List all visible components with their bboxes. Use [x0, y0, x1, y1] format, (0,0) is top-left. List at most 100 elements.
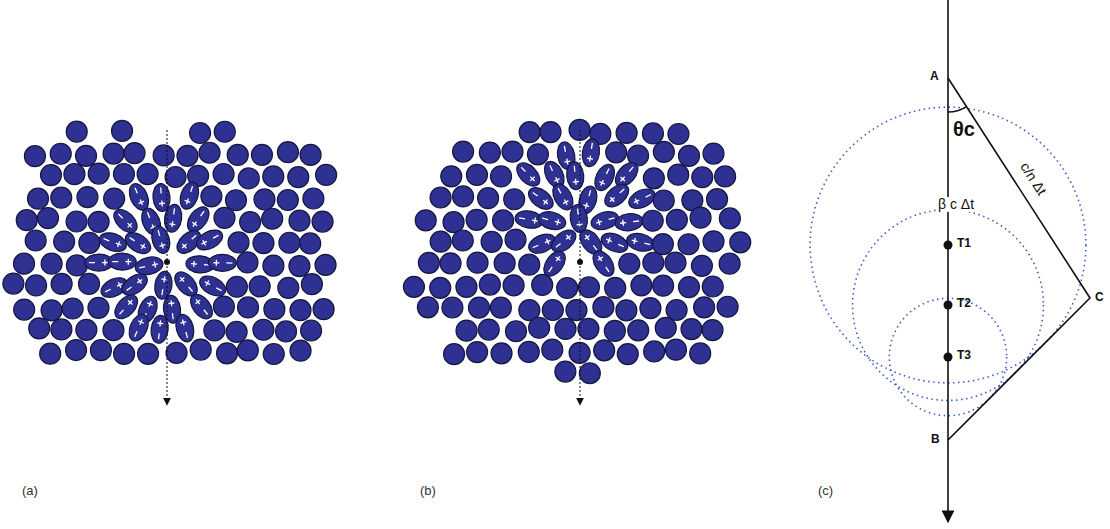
- molecule: [66, 340, 87, 361]
- molecule: [605, 277, 626, 298]
- molecule: [519, 254, 540, 275]
- molecule: [251, 144, 272, 165]
- molecule: [90, 340, 111, 361]
- molecule: [494, 253, 515, 274]
- molecule: [555, 361, 576, 382]
- molecule: [715, 166, 736, 187]
- molecule: [88, 211, 109, 232]
- molecule: [569, 119, 590, 140]
- emission-point: [944, 353, 953, 362]
- molecule: [289, 256, 310, 277]
- molecule: [703, 143, 724, 164]
- polarised-molecule: [614, 212, 644, 232]
- molecule: [579, 363, 600, 384]
- molecule: [640, 298, 661, 319]
- molecule: [569, 342, 590, 363]
- molecule: [216, 343, 237, 364]
- molecule: [619, 253, 640, 274]
- molecule: [38, 208, 59, 229]
- molecule: [466, 164, 487, 185]
- molecule: [290, 340, 311, 361]
- molecule: [707, 189, 728, 210]
- particle: [164, 259, 170, 265]
- molecule: [479, 142, 500, 163]
- molecule: [527, 144, 548, 165]
- molecule: [493, 210, 514, 231]
- molecule: [692, 167, 713, 188]
- molecule: [542, 299, 563, 320]
- molecule: [103, 143, 124, 164]
- molecule: [491, 343, 512, 364]
- molecule: [504, 189, 525, 210]
- molecule: [594, 340, 615, 361]
- molecule: [190, 339, 211, 360]
- molecule: [467, 342, 488, 363]
- molecule: [263, 255, 284, 276]
- molecule: [644, 341, 665, 362]
- molecule: [227, 144, 248, 165]
- molecule: [653, 190, 674, 211]
- molecule: [76, 319, 97, 340]
- molecule: [238, 297, 259, 318]
- molecule: [719, 208, 740, 229]
- molecule: [616, 300, 637, 321]
- polarised-molecule: [163, 203, 184, 233]
- molecule: [653, 275, 674, 296]
- molecule-panel: [403, 119, 750, 383]
- molecule: [678, 234, 699, 255]
- molecule: [430, 187, 451, 208]
- molecule: [604, 320, 625, 341]
- molecule: [213, 296, 234, 317]
- molecule: [263, 166, 284, 187]
- polarised-molecule: [125, 311, 152, 343]
- molecule: [702, 276, 723, 297]
- molecule: [730, 232, 751, 253]
- molecule: [717, 296, 738, 317]
- molecule: [628, 320, 649, 341]
- point-label: T1: [957, 237, 971, 250]
- molecule: [655, 317, 676, 338]
- molecule: [301, 320, 322, 341]
- molecule: [665, 252, 686, 273]
- molecule: [666, 209, 687, 230]
- molecule: [542, 339, 563, 360]
- molecule: [557, 277, 578, 298]
- point-label: T3: [957, 349, 971, 362]
- molecule: [26, 275, 47, 296]
- molecule: [456, 276, 477, 297]
- molecule: [668, 164, 689, 185]
- cone-front: [948, 78, 1090, 440]
- molecule: [88, 297, 109, 318]
- particle: [577, 259, 583, 265]
- molecule: [453, 141, 474, 162]
- molecule: [153, 145, 174, 166]
- molecule: [440, 253, 461, 274]
- emission-point: [944, 241, 953, 250]
- molecule: [76, 145, 97, 166]
- molecule: [690, 207, 711, 228]
- distance-label: c/n Δt: [1016, 158, 1051, 200]
- molecule: [264, 299, 285, 320]
- molecule: [177, 145, 198, 166]
- molecule: [14, 299, 35, 320]
- molecule: [490, 297, 511, 318]
- molecule: [719, 253, 740, 274]
- panel-label: (c): [818, 484, 833, 498]
- molecule: [279, 232, 300, 253]
- molecule: [54, 231, 75, 252]
- polarised-molecule: [625, 231, 656, 254]
- polarised-molecule: [208, 254, 236, 271]
- molecule-panel: [3, 120, 337, 364]
- molecule: [51, 273, 72, 294]
- molecule: [566, 300, 587, 321]
- molecule: [643, 168, 664, 189]
- molecule: [642, 210, 663, 231]
- point-label: T2: [957, 297, 971, 310]
- molecule: [468, 297, 489, 318]
- molecule: [430, 231, 451, 252]
- molecule: [313, 299, 334, 320]
- molecule: [642, 123, 663, 144]
- molecule: [262, 208, 283, 229]
- molecule: [316, 164, 337, 185]
- molecule: [166, 342, 187, 363]
